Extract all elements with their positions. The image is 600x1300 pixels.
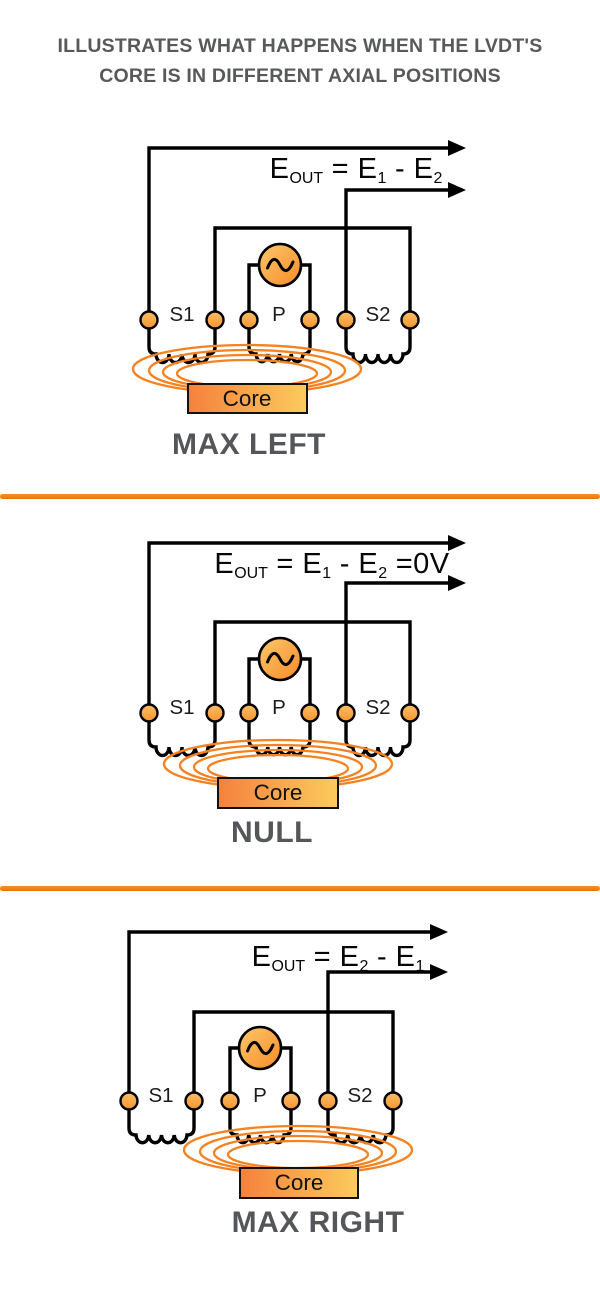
label-p: P [272, 696, 286, 719]
diagram-null: Core S1 P S2 [139, 535, 466, 809]
page-title: ILLUSTRATES WHAT HAPPENS WHEN THE LVDT'S… [20, 31, 580, 91]
output-wire-2 [326, 970, 431, 1101]
sine-wave-icon [246, 1041, 275, 1055]
coil-s2 [344, 318, 412, 365]
terminal-dot [383, 1091, 403, 1111]
terminal-dot [220, 1091, 240, 1111]
diagram-max-right: Core S1 P S2 [119, 924, 448, 1199]
terminal-dot [336, 310, 356, 330]
label-s2: S2 [347, 1084, 372, 1107]
title-line-1: ILLUSTRATES WHAT HAPPENS WHEN THE LVDT'S [57, 35, 543, 57]
terminal-dot [139, 310, 159, 330]
terminals [139, 703, 420, 723]
terminals [119, 1091, 403, 1111]
output-wire-1 [127, 930, 431, 1101]
label-p: P [272, 303, 286, 326]
terminal-dot [205, 310, 225, 330]
primary-wire-left [247, 657, 261, 713]
core-block [217, 777, 339, 809]
title-line-2: CORE IS IN DIFFERENT AXIAL POSITIONS [99, 65, 501, 87]
coil-s1 [127, 1099, 196, 1145]
arrow-icon [430, 964, 448, 980]
core-label: Core [254, 780, 303, 805]
coil-p [247, 711, 312, 757]
caption-null: NULL [231, 816, 313, 849]
terminal-dot [318, 1091, 338, 1111]
terminal-dot [281, 1091, 301, 1111]
sine-wave-icon [266, 652, 295, 666]
winding-labels: S1 P S2 [169, 696, 390, 719]
output-wire-2 [344, 581, 449, 713]
secondary-link-wire [213, 226, 412, 320]
primary-wire-right [299, 263, 312, 320]
equation-max-right: EOUT = E2 - E1 [251, 941, 425, 976]
arrow-icon [448, 535, 466, 551]
terminal-dot [400, 310, 420, 330]
section-divider [0, 494, 600, 499]
output-wire-2 [344, 188, 449, 320]
equation-null: EOUT = E1 - E2 =0V [214, 548, 450, 583]
core-label: Core [223, 386, 272, 411]
label-s1: S1 [169, 303, 194, 326]
winding-labels: S1 P S2 [148, 1084, 372, 1107]
core-block [187, 383, 308, 414]
arrow-icon [448, 182, 466, 198]
terminal-dot [184, 1091, 204, 1111]
terminal-dot [119, 1091, 139, 1111]
terminal-dot [300, 310, 320, 330]
primary-wire-right [279, 1046, 293, 1101]
terminal-dot [400, 703, 420, 723]
primary-wire-left [228, 1046, 241, 1101]
label-s2: S2 [365, 696, 390, 719]
terminal-dot [336, 703, 356, 723]
secondary-link-wire [213, 620, 412, 713]
caption-max-right: MAX RIGHT [231, 1206, 405, 1239]
coil-s2 [344, 711, 412, 758]
label-s2: S2 [365, 303, 390, 326]
section-divider [0, 886, 600, 891]
equation-max-left: EOUT = E1 - E2 [269, 153, 443, 188]
terminals [139, 310, 420, 330]
arrow-icon [430, 924, 448, 940]
caption-max-left: MAX LEFT [172, 428, 326, 461]
arrow-icon [448, 575, 466, 591]
terminal-dot [239, 310, 259, 330]
primary-wire-left [247, 263, 261, 320]
field-line [182, 1124, 414, 1176]
magnetic-field-lines [182, 1124, 414, 1176]
output-wire-1 [147, 541, 449, 713]
arrow-icon [448, 140, 466, 156]
field-line [226, 1139, 370, 1170]
terminal-dot [300, 703, 320, 723]
terminal-dot [205, 703, 225, 723]
coil-s1 [147, 711, 217, 758]
label-p: P [253, 1084, 267, 1107]
core-block [239, 1167, 359, 1199]
secondary-link-wire [192, 1010, 395, 1101]
terminal-dot [239, 703, 259, 723]
terminal-dot [139, 703, 159, 723]
field-line [175, 358, 319, 389]
label-s1: S1 [148, 1084, 173, 1107]
core-label: Core [275, 1170, 324, 1195]
winding-labels: S1 P S2 [169, 303, 390, 326]
label-s1: S1 [169, 696, 194, 719]
sine-wave-icon [266, 258, 295, 272]
primary-wire-right [299, 657, 312, 713]
diagram-max-left: Core S1 P S2 [131, 140, 466, 414]
output-wire-1 [147, 146, 449, 320]
